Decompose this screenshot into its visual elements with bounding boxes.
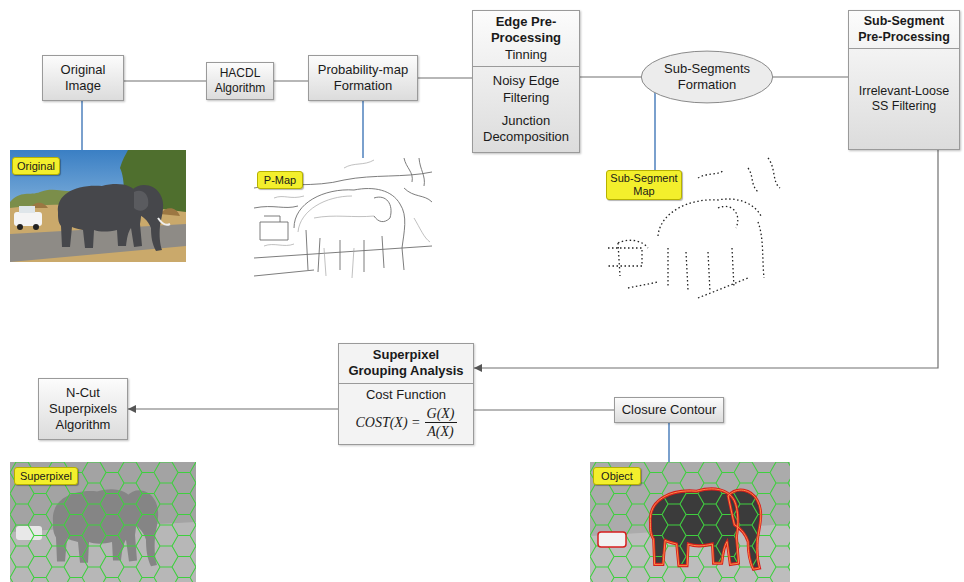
elephant-ear [134, 191, 148, 211]
image-tag: Sub-Segment Map [606, 170, 682, 200]
node-text: COST(X) = [355, 414, 420, 432]
node-text: Probability-map Formation [314, 62, 412, 95]
image-tag: Superpixel [14, 467, 78, 485]
car-wheels [17, 224, 39, 230]
box-section: Sub-Segment Pre-Processing [849, 11, 959, 48]
node-text: Closure Contour [620, 402, 718, 418]
node-text: Superpixel [18, 470, 74, 483]
map-ground [254, 158, 432, 285]
box-section: Irrelevant-Loose SS Filtering [849, 48, 959, 149]
node-text: Sub-Segments Formation [662, 61, 752, 94]
node-text: Noisy Edge Filtering [478, 73, 574, 106]
node-text: Original [16, 160, 56, 173]
process-box: Closure Contour [614, 397, 724, 423]
image-tag: Original [12, 157, 60, 175]
connector [474, 150, 938, 368]
connector [580, 76, 641, 77]
process-box: HACDL Algorithm [206, 62, 274, 100]
box-section: Superpixel Grouping Analysis [339, 344, 473, 383]
ellipse-shape [641, 51, 772, 103]
node-text: P-Map [261, 174, 299, 187]
node-text: Irrelevant-Loose SS Filtering [854, 84, 954, 115]
sub-segments [608, 158, 780, 298]
node-text: N-Cut Superpixels Algorithm [44, 385, 122, 434]
node-text: HACDL Algorithm [212, 66, 268, 96]
fraction: G(X)A(X) [425, 405, 457, 441]
process-box: Original Image [42, 55, 124, 101]
object-picture [590, 462, 790, 582]
car [14, 212, 42, 226]
car [598, 532, 626, 547]
process-box: N-Cut Superpixels Algorithm [38, 378, 128, 440]
connector [128, 408, 338, 409]
elephant [58, 184, 163, 251]
image-tag: Object [593, 467, 641, 485]
box-section: Noisy Edge FilteringJunction Decompositi… [473, 66, 579, 152]
probability-map [254, 158, 432, 285]
connector [274, 80, 308, 81]
node-text: Junction Decomposition [478, 113, 574, 146]
node-text: Original Image [48, 62, 118, 95]
process-ellipse: Sub-Segments Formation [640, 50, 774, 104]
picture-ground [10, 462, 196, 582]
connector [773, 76, 848, 77]
sky [10, 150, 186, 262]
image-tag: P-Map [257, 171, 303, 189]
car-window [19, 206, 35, 213]
node-text: Cost Function [344, 387, 468, 403]
node-text: Superpixel Grouping Analysis [344, 347, 468, 380]
process-box: Probability-map Formation [308, 55, 418, 101]
box-section: Cost FunctionCOST(X) = G(X)A(X) [339, 383, 473, 445]
original-photo [10, 150, 186, 262]
superpixel-picture [10, 462, 196, 582]
connector [474, 409, 614, 410]
cost-formula: COST(X) = G(X)A(X) [344, 405, 468, 441]
connector [124, 80, 206, 81]
node-text: Object [597, 470, 637, 483]
node-text: Edge Pre-Processing [478, 14, 574, 47]
leader-line [82, 93, 669, 462]
process-box: Edge Pre-ProcessingTinningNoisy Edge Fil… [472, 10, 580, 153]
connector [418, 77, 472, 78]
node-text: G(X) [425, 405, 457, 423]
box-section: Edge Pre-ProcessingTinning [473, 11, 579, 66]
node-text: Tinning [478, 47, 574, 63]
fraction-bar [425, 422, 457, 423]
node-text: A(X) [425, 423, 455, 441]
process-box: Sub-Segment Pre-ProcessingIrrelevant-Loo… [848, 10, 960, 150]
edge-lines [254, 158, 432, 276]
node-text: Sub-Segment Pre-Processing [854, 14, 954, 45]
object-contour [650, 489, 761, 569]
sub-segment-map [608, 158, 780, 298]
picture-ground [590, 462, 790, 582]
analysis-panel: Superpixel Grouping AnalysisCost Functio… [338, 343, 474, 445]
object-contour-inner [650, 489, 761, 569]
superpixel-grid [10, 462, 196, 582]
superpixel-grid [590, 462, 790, 582]
tusk [158, 218, 170, 225]
node-text: Sub-Segment Map [610, 172, 678, 197]
